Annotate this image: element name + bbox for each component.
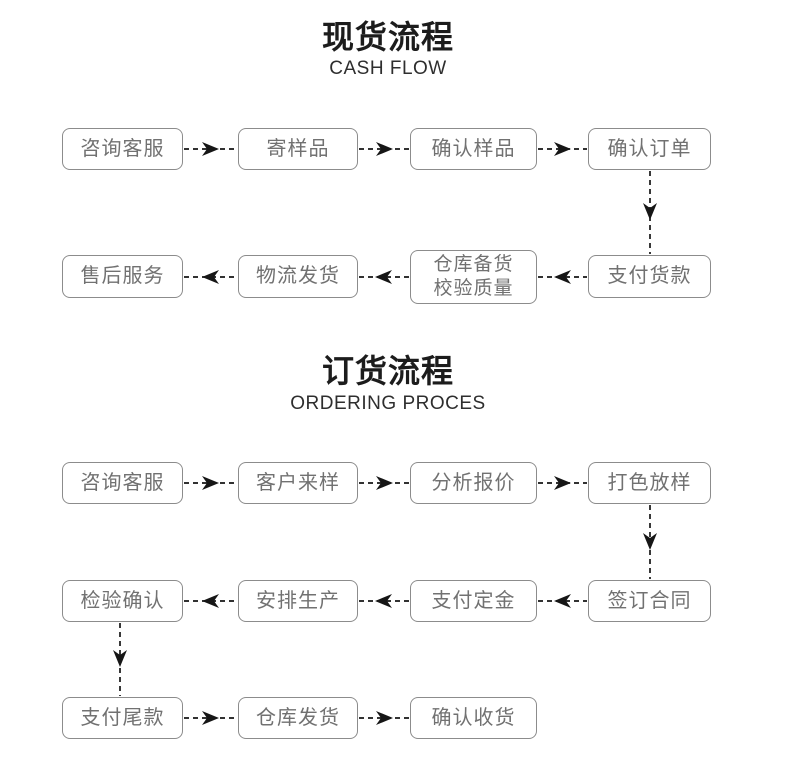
- section2-subtitle: ORDERING PROCES: [290, 393, 486, 414]
- flow1-step-consult: 咨询客服: [62, 128, 183, 170]
- flow-arrow-left-icon: [359, 594, 409, 608]
- flow-arrow-down-icon: [643, 171, 657, 254]
- flow1-step-logistics: 物流发货: [238, 255, 358, 298]
- flow-arrow-left-icon: [184, 270, 237, 284]
- flow-arrow-right-icon: [184, 711, 237, 725]
- flow2-step-pay-deposit: 支付定金: [410, 580, 537, 622]
- flow-arrow-right-icon: [184, 142, 237, 156]
- flow-arrow-right-icon: [359, 476, 409, 490]
- flow1-step-pay-goods: 支付货款: [588, 255, 711, 298]
- flow2-step-warehouse-ship: 仓库发货: [238, 697, 358, 739]
- flow1-step-warehouse-qc: 仓库备货 校验质量: [410, 250, 537, 304]
- flow-arrow-left-icon: [538, 594, 587, 608]
- flow-arrow-right-icon: [184, 476, 237, 490]
- flow-arrow-right-icon: [359, 142, 409, 156]
- flow-arrow-right-icon: [538, 142, 587, 156]
- flow1-step-confirm-order: 确认订单: [588, 128, 711, 170]
- flow-arrow-left-icon: [359, 270, 409, 284]
- flow-arrow-down-icon: [113, 623, 127, 696]
- flow2-step-arrange-production: 安排生产: [238, 580, 358, 622]
- flow2-step-color-proof: 打色放样: [588, 462, 711, 504]
- flow2-step-inspect-confirm: 检验确认: [62, 580, 183, 622]
- flow2-step-customer-sample: 客户来样: [238, 462, 358, 504]
- section1-title: 现货流程: [321, 19, 454, 55]
- section2-title: 订货流程: [321, 353, 454, 389]
- flow-arrow-down-icon: [643, 505, 657, 579]
- flow-arrow-left-icon: [538, 270, 587, 284]
- flow-arrow-left-icon: [184, 594, 237, 608]
- flow2-step-confirm-receipt: 确认收货: [410, 697, 537, 739]
- flow2-step-consult: 咨询客服: [62, 462, 183, 504]
- flow-arrow-right-icon: [359, 711, 409, 725]
- flow1-step-send-sample: 寄样品: [238, 128, 358, 170]
- flow2-step-analyze-quote: 分析报价: [410, 462, 537, 504]
- section1-subtitle: CASH FLOW: [329, 58, 447, 79]
- flow2-step-sign-contract: 签订合同: [588, 580, 711, 622]
- flow2-step-pay-balance: 支付尾款: [62, 697, 183, 739]
- flow1-step-confirm-sample: 确认样品: [410, 128, 537, 170]
- flow-arrow-right-icon: [538, 476, 587, 490]
- flow1-step-after-sale: 售后服务: [62, 255, 183, 298]
